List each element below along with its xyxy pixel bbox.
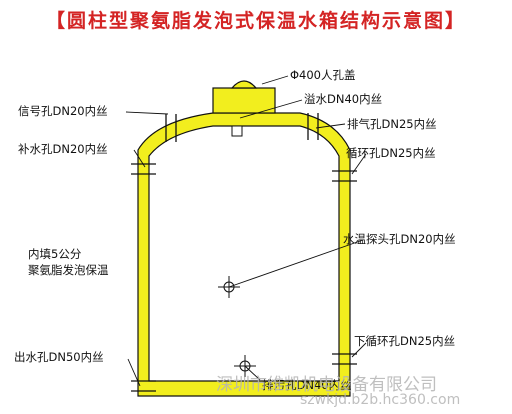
lower-circulation-port-fitting xyxy=(332,353,357,365)
overflow-label: 溢水DN40内丝 xyxy=(304,92,383,106)
vent-port-fitting xyxy=(307,113,319,140)
watermark-url: szwkjd.b2b.hc360.com xyxy=(300,392,461,408)
insulation-label-line2: 聚氨脂发泡保温 xyxy=(28,263,109,277)
circulation-port-fitting xyxy=(332,170,357,182)
outlet-port-fitting xyxy=(131,380,156,392)
drain-port-label: 排污孔DN40内丝 xyxy=(262,378,352,392)
manhole-label: Φ400人孔盖 xyxy=(290,68,356,82)
vent-port-label: 排气孔DN25内丝 xyxy=(347,117,437,131)
watermark-company: 深圳市维凯机电设备有限公司 xyxy=(216,375,437,395)
signal-port-label: 信号孔DN20内丝 xyxy=(18,104,108,118)
signal-port-fitting xyxy=(165,114,177,142)
insulation-label-line1: 内填5公分 xyxy=(28,247,82,261)
leader-lines xyxy=(125,75,367,387)
diagram-title: 【圆柱型聚氨脂发泡式保温水箱结构示意图】 xyxy=(45,10,466,32)
overflow-pipe xyxy=(231,125,243,137)
manhole-handle xyxy=(230,80,258,89)
tank-insulation-layer xyxy=(137,112,351,397)
lower-circulation-label: 下循环孔DN25内丝 xyxy=(354,334,456,348)
circulation-port-label: 循环孔DN25内丝 xyxy=(346,146,436,160)
manhole-cover xyxy=(212,87,276,114)
refill-port-label: 补水孔DN20内丝 xyxy=(18,142,108,156)
outlet-port-label: 出水孔DN50内丝 xyxy=(14,350,104,364)
temp-probe-label: 水温探头孔DN20内丝 xyxy=(343,232,456,246)
